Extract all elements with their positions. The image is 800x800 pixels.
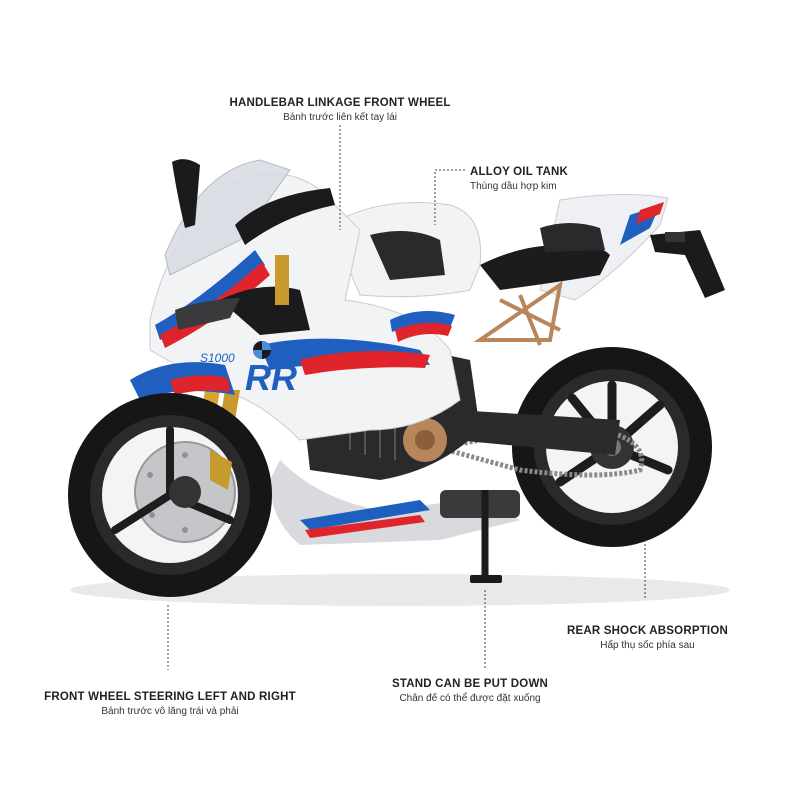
callout-rear-shock: REAR SHOCK ABSORPTION Hấp thụ sốc phía s…: [555, 625, 740, 651]
callout-front-steering: FRONT WHEEL STEERING LEFT AND RIGHT Bánh…: [30, 691, 310, 717]
callout-front-steering-title: FRONT WHEEL STEERING LEFT AND RIGHT: [44, 691, 296, 703]
callout-oil-tank-subtitle: Thùng dầu hợp kim: [470, 181, 557, 192]
callout-stand-subtitle: Chân đế có thể được đặt xuống: [399, 693, 541, 704]
callout-handlebar-title: HANDLEBAR LINKAGE FRONT WHEEL: [229, 97, 451, 109]
seat: [480, 243, 610, 290]
callout-stand: STAND CAN BE PUT DOWN Chân đế có thể đượ…: [370, 678, 570, 704]
front-wheel: [68, 393, 272, 597]
exhaust: [440, 490, 520, 518]
callout-handlebar-subtitle: Bánh trước liên kết tay lái: [283, 112, 397, 123]
swingarm: [455, 410, 620, 455]
right-mirror: [235, 188, 335, 245]
side-stand: [470, 490, 502, 583]
brake-caliper: [210, 450, 232, 490]
callout-oil-tank: ALLOY OIL TANK Thùng dầu hợp kim: [470, 166, 620, 192]
callout-rear-shock-title: REAR SHOCK ABSORPTION: [567, 625, 728, 637]
headlight: [175, 298, 240, 330]
trellis-frame: [473, 280, 563, 346]
callout-oil-tank-title: ALLOY OIL TANK: [470, 166, 568, 178]
callout-stand-title: STAND CAN BE PUT DOWN: [391, 678, 549, 690]
license-plate-holder: [650, 230, 725, 298]
ground-shadow: [70, 574, 730, 606]
model-badge: S1000: [200, 351, 235, 365]
model-mark: RR: [245, 357, 297, 398]
callout-handlebar: HANDLEBAR LINKAGE FRONT WHEEL Bánh trước…: [205, 97, 475, 123]
callout-front-steering-subtitle: Bánh trước vô lăng trái và phải: [101, 706, 239, 717]
callout-rear-shock-subtitle: Hấp thụ sốc phía sau: [600, 640, 695, 651]
left-mirror: [172, 159, 200, 228]
